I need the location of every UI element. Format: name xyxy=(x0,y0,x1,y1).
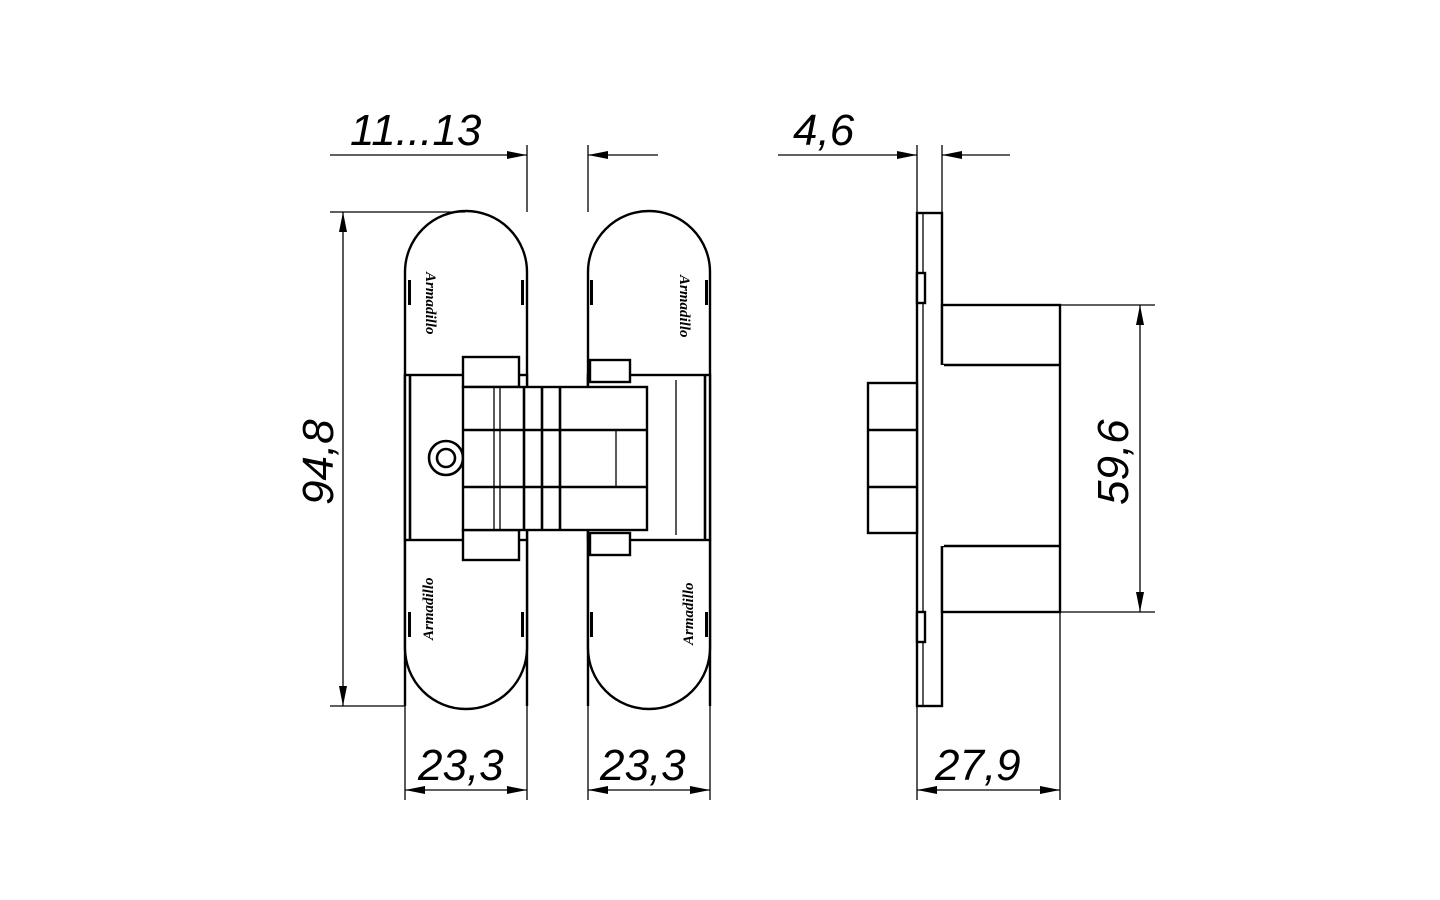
left-hinge-leaf: Armadillo Armadillo xyxy=(403,209,529,711)
dimension-label: 4,6 xyxy=(793,106,855,155)
dimension-label: 11...13 xyxy=(350,106,482,155)
logo-text: Armadillo xyxy=(681,582,697,646)
dimension-label: 23,3 xyxy=(599,741,686,790)
dimension-body-height: 59,6 xyxy=(1060,304,1155,613)
dimension-label: 94,8 xyxy=(294,419,343,505)
dimension-height: 94,8 xyxy=(294,211,465,707)
dimension-plate-thickness: 4,6 xyxy=(778,106,1010,213)
logo-text: Armadillo xyxy=(422,271,438,335)
logo-text: Armadillo xyxy=(421,577,437,641)
dimension-label: 59,6 xyxy=(1089,419,1138,505)
dimension-gap: 11...13 xyxy=(330,106,658,212)
logo-text: Armadillo xyxy=(676,274,692,338)
dimension-left-width: 23,3 xyxy=(404,706,528,800)
dimension-label: 27,9 xyxy=(934,741,1021,790)
hinge-side-view xyxy=(866,211,1062,708)
dimension-right-width: 23,3 xyxy=(587,706,711,800)
dimension-depth: 27,9 xyxy=(916,612,1061,800)
dimension-label: 23,3 xyxy=(417,741,504,790)
hinge-mechanism xyxy=(461,385,649,532)
